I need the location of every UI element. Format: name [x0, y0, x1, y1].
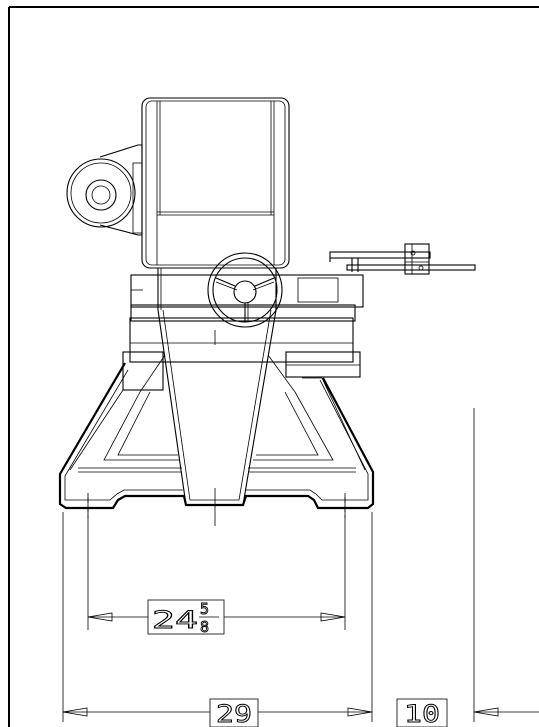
motor-housing [141, 97, 290, 269]
base-stand [58, 354, 375, 510]
dim-inner-whole: 24 [152, 606, 198, 634]
dim-inner-frac-den: 8 [200, 618, 209, 636]
dimension-offset: 10 [396, 698, 539, 727]
table-carriage [122, 274, 364, 391]
dimension-inner-base: 24 5 8 [87, 600, 346, 636]
extension-lines [62, 408, 475, 722]
fence-rail [329, 243, 476, 275]
dim-outer-value: 29 [216, 700, 252, 727]
dimension-outer-base: 29 [62, 698, 373, 727]
handwheel [207, 252, 283, 328]
dim-inner-frac-num: 5 [200, 600, 209, 618]
sheet-border [8, 6, 539, 727]
dim-offset-value: 10 [404, 700, 440, 727]
pedestal [157, 309, 277, 526]
side-pulley [66, 144, 143, 236]
